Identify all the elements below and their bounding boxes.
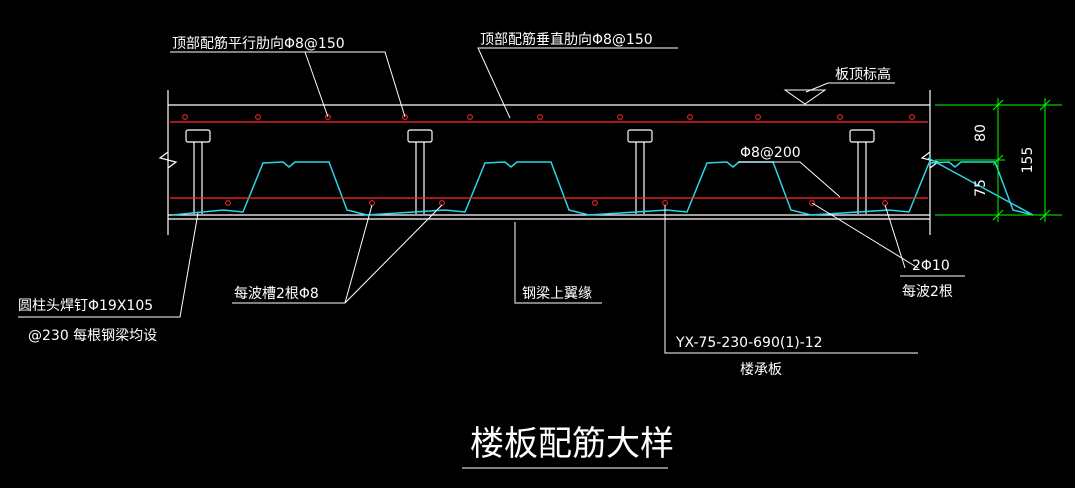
- stud-head: [407, 129, 433, 143]
- leader-bottom-rebar-branch: [884, 204, 906, 269]
- label-bottom-rebar: 2Φ10: [912, 258, 950, 274]
- top-rebar-dot: [617, 114, 623, 120]
- top-rebar-dot: [537, 114, 543, 120]
- top-rebar-dot: [687, 114, 693, 120]
- leader-top-perpendicular: [477, 47, 678, 119]
- drawing-title: 楼板配筋大样: [470, 424, 674, 464]
- top-rebar-dot: [182, 114, 188, 120]
- leader-trough-branch: [344, 204, 443, 304]
- trough-rebar-dot: [439, 200, 445, 206]
- leader-top-parallel-branch: [304, 51, 329, 118]
- break-mark-left: [158, 151, 178, 169]
- label-text-group: 顶部配筋平行肋向Φ8@150 顶部配筋垂直肋向Φ8@150 板顶标高 Φ8@20…: [18, 31, 953, 464]
- leader-lines: [18, 47, 965, 469]
- top-rebar-dot: [402, 114, 408, 120]
- top-rebar-dot: [909, 114, 915, 120]
- top-rebar-dot: [325, 114, 331, 120]
- stud-head: [849, 129, 875, 143]
- dim-tick: [992, 154, 1004, 166]
- label-stud-line2: @230 每根钢梁均设: [28, 328, 157, 344]
- label-mid-rebar: Φ8@200: [740, 145, 801, 161]
- headed-studs: [185, 129, 875, 214]
- dim-tick: [1039, 99, 1051, 111]
- top-rebar-group: [170, 114, 928, 123]
- dim-upper-value: 80: [973, 124, 989, 142]
- top-rebar-dot: [467, 114, 473, 120]
- dim-tick: [992, 99, 1004, 111]
- dim-tick: [1039, 209, 1051, 221]
- trough-rebar-dot: [809, 200, 815, 206]
- top-rebar-dot: [255, 114, 261, 120]
- top-rebar-dot: [755, 114, 761, 120]
- trough-rebar-dot: [369, 200, 375, 206]
- label-per-wave: 每波2根: [902, 284, 953, 300]
- trough-rebar-dot: [225, 200, 231, 206]
- leader-elevation: [805, 82, 895, 93]
- label-stud-line1: 圆柱头焊钉Φ19X105: [18, 298, 153, 314]
- dim-lower-value: 75: [973, 179, 989, 197]
- leader-top-parallel: [170, 51, 406, 118]
- label-deck-name: 楼承板: [740, 362, 782, 378]
- trough-rebar-dot: [882, 200, 888, 206]
- elevation-triangle: [783, 89, 827, 105]
- label-trough-rebar: 每波槽2根Φ8: [234, 286, 319, 302]
- label-slab-top-elevation: 板顶标高: [835, 66, 891, 83]
- deck-profile: [171, 157, 1034, 216]
- label-beam-flange: 钢梁上翼缘: [522, 286, 592, 302]
- label-deck-model: YX-75-230-690(1)-12: [675, 335, 823, 351]
- dim-tick: [992, 209, 1004, 221]
- leader-deck-model: [664, 205, 918, 354]
- top-rebar-dot: [837, 114, 843, 120]
- break-mark-right: [920, 151, 940, 169]
- dimension-text-group: 80 75 155: [973, 124, 1036, 197]
- leader-bottom-rebar: [811, 202, 919, 269]
- label-top-parallel: 顶部配筋平行肋向Φ8@150: [172, 35, 345, 52]
- label-top-perpendicular: 顶部配筋垂直肋向Φ8@150: [480, 31, 653, 48]
- trough-rebar-dot: [662, 200, 668, 206]
- stud-head: [627, 129, 653, 143]
- trough-rebar-dot: [592, 200, 598, 206]
- leader-stud: [18, 212, 199, 318]
- steel-deck: [171, 157, 1034, 216]
- leader-beam-flange: [514, 222, 602, 304]
- leader-mid-rebar: [738, 161, 841, 198]
- stud-head: [185, 129, 211, 143]
- dim-total-value: 155: [1020, 147, 1036, 174]
- dimension-group: [935, 98, 1062, 222]
